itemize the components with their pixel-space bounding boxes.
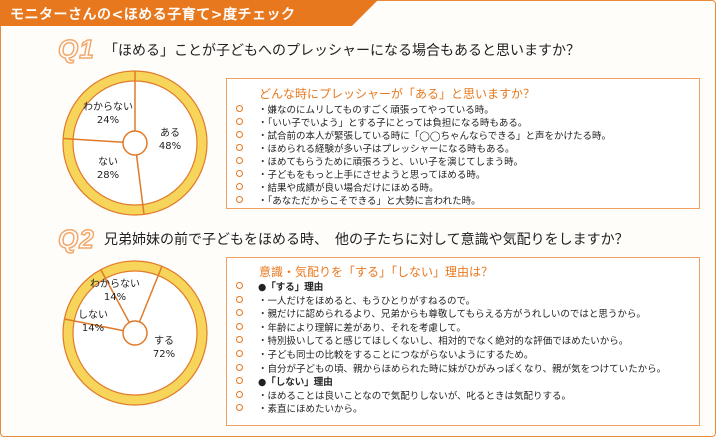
q1-reason-item: ・子どもをもっと上手にさせようと思ってほめる時。 [258, 170, 486, 181]
q1-slice-2 [63, 137, 124, 143]
q1-bullet-icon [236, 196, 243, 203]
q1-reason-item: ・「あなただからこそできる」と大勢に言われた時。 [258, 196, 481, 207]
q1-pie-hub [122, 130, 148, 156]
q1-slice-value: 28% [97, 170, 119, 181]
q1-reason-item: ・「いい子でいよう」とする子にとっては負担になる時もある。 [258, 118, 528, 129]
q2-slice-value: 14% [82, 323, 104, 334]
q2-question: 兄弟姉妹の前で子どもをほめる時、 他の子たちに対して意識や気配りをしますか？ [104, 232, 629, 248]
page-title: モニターさんの<ほめる子育て>度チェック [10, 7, 296, 23]
q2-reason-item: ・一人だけをほめると、もうひとりがすねるので。 [258, 295, 476, 307]
q1-bullet-icon [236, 105, 243, 112]
q2-reason-item: ・素直にほめたいから。 [258, 404, 363, 416]
q1-slice-value: 24% [97, 115, 119, 126]
q2-slice-value: 72% [153, 349, 175, 360]
q2-reason-item: ●「しない」理由 [258, 377, 333, 389]
q2-bullet-icon [236, 350, 243, 357]
q2-reason-item: ・年齢により理解に差があり、それを考慮して。 [258, 322, 466, 334]
header-banner: モニターさんの<ほめる子育て>度チェック [0, 0, 378, 26]
q2-slice-label: わからない [90, 278, 140, 290]
q2-bullet-icon [236, 282, 243, 289]
q1-reason-item: ・嫌なのにムリしてものすごく頑張ってやっている時。 [258, 105, 494, 116]
q1-pie-chart: ある 48% ない 28% わからない 24% [62, 70, 208, 216]
q1-reason-item: ・ほめられる経験が多い子はプレッシャーになる時もある。 [258, 144, 515, 155]
q2-slice-1 [64, 318, 124, 332]
q1-reasons-box [226, 78, 700, 209]
q1-bullet-icon [236, 144, 243, 151]
q1-slice-value: 48% [159, 141, 181, 152]
q2-slice-0 [138, 265, 163, 323]
q2-label: Q2 [57, 223, 95, 255]
q2-pie-chart: する 72% しない 14% わからない 14% [62, 260, 208, 406]
q2-bullet-icon [236, 363, 243, 371]
q2-reason-item: ・親だけに認められるより、兄弟からも尊敬してもらえる方がうれしいのではと思うから… [258, 309, 646, 321]
q2-reason-item: ・ほめることは良いことなので気配りしないが、叱るときは気配りする。 [258, 390, 572, 402]
q1-bullet-icon [236, 183, 243, 190]
q2-bullet-icon [236, 404, 243, 412]
q1-label: Q1 [57, 33, 95, 65]
q1-bullet-icon [236, 157, 243, 164]
q1-reason-item: ・ほめてもらうために頑張ろうと、いい子を演じてしまう時。 [258, 157, 524, 168]
q1-slice-label: ある [160, 127, 180, 139]
q1-reason-item: ・試合前の本人が緊張している時に「◯◯ちゃんならできる」と声をかけたる時。 [258, 131, 612, 142]
q2-bullet-icon [236, 309, 243, 317]
q2-slice-2 [100, 269, 130, 323]
q2-bullet-icon [236, 322, 243, 330]
q2-bullet-icon [236, 377, 243, 385]
q1-slice-label: わからない [83, 101, 133, 113]
q2-reason-item: ●「する」理由 [258, 282, 324, 293]
q1-reason-item: ・結果や成績が良い場合だけにほめる時。 [258, 183, 439, 194]
q2-slice-value: 14% [104, 292, 126, 303]
q1-question: 「ほめる」ことが子どもへのプレッシャーになる場合もあると思いますか？ [104, 43, 580, 59]
q2-reasons-title: 意識・気配りを「する」「しない」理由は？ [259, 265, 494, 279]
q1-reasons-title: どんな時にプレッシャーが「ある」と思いますか？ [259, 87, 536, 101]
q2-reasons-box [226, 257, 700, 426]
q2-bullet-icon [236, 336, 243, 344]
q1-slice-1 [135, 154, 145, 215]
q1-bullet-icon [236, 170, 243, 177]
q2-pie-hub [122, 320, 148, 346]
q2-bullet-icon [236, 295, 243, 303]
q1-slice-label: ない [98, 156, 118, 168]
q1-bullet-icon [236, 131, 243, 138]
q2-reason-item: ・特別扱いしてると感じてほしくないし、相対的でなく絶対的な評価でほめたいから。 [258, 336, 629, 348]
q2-reason-item: ・子ども同士の比較をすることにつながらないようにするため。 [258, 350, 534, 361]
q1-bullet-icon [236, 118, 243, 125]
q2-reason-item: ・自分が子どもの頃、親からほめられた時に妹がひがみっぽくなり、親が気をつけていた… [258, 363, 667, 375]
q2-slice-label: する [154, 335, 174, 347]
q2-bullet-icon [236, 390, 243, 398]
q2-slice-label: しない [78, 309, 108, 321]
